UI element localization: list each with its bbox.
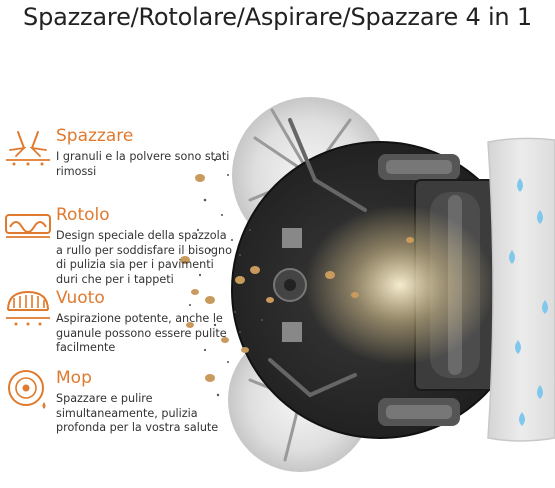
- feature-description: I granuli e la polvere sono stati rimoss…: [56, 150, 230, 178]
- feature-name: Vuoto: [56, 288, 105, 308]
- vacuum-suction-icon: [6, 290, 50, 326]
- mop-pad-icon: [8, 370, 46, 409]
- feature-name: Rotolo: [56, 205, 110, 225]
- feature-description: Spazzare e pulire simultaneamente, puliz…: [56, 392, 219, 434]
- sweep-brush-icon: [6, 131, 50, 166]
- suction-glow: [305, 205, 495, 365]
- feature-description: Design speciale della spazzola a rullo p…: [56, 229, 232, 286]
- dust-specks: [189, 158, 263, 397]
- side-brush-arms: [268, 118, 367, 397]
- mop-pad: [487, 137, 555, 442]
- feature-description: Aspirazione potente, anche le guanule po…: [56, 312, 227, 354]
- debris-particles: [180, 174, 414, 382]
- page-title: Spazzare/Rotolare/Aspirare/Spazzare 4 in…: [23, 3, 532, 31]
- roller-brush-icon: [5, 214, 51, 238]
- feature-name: Mop: [56, 368, 92, 388]
- feature-name: Spazzare: [56, 126, 134, 146]
